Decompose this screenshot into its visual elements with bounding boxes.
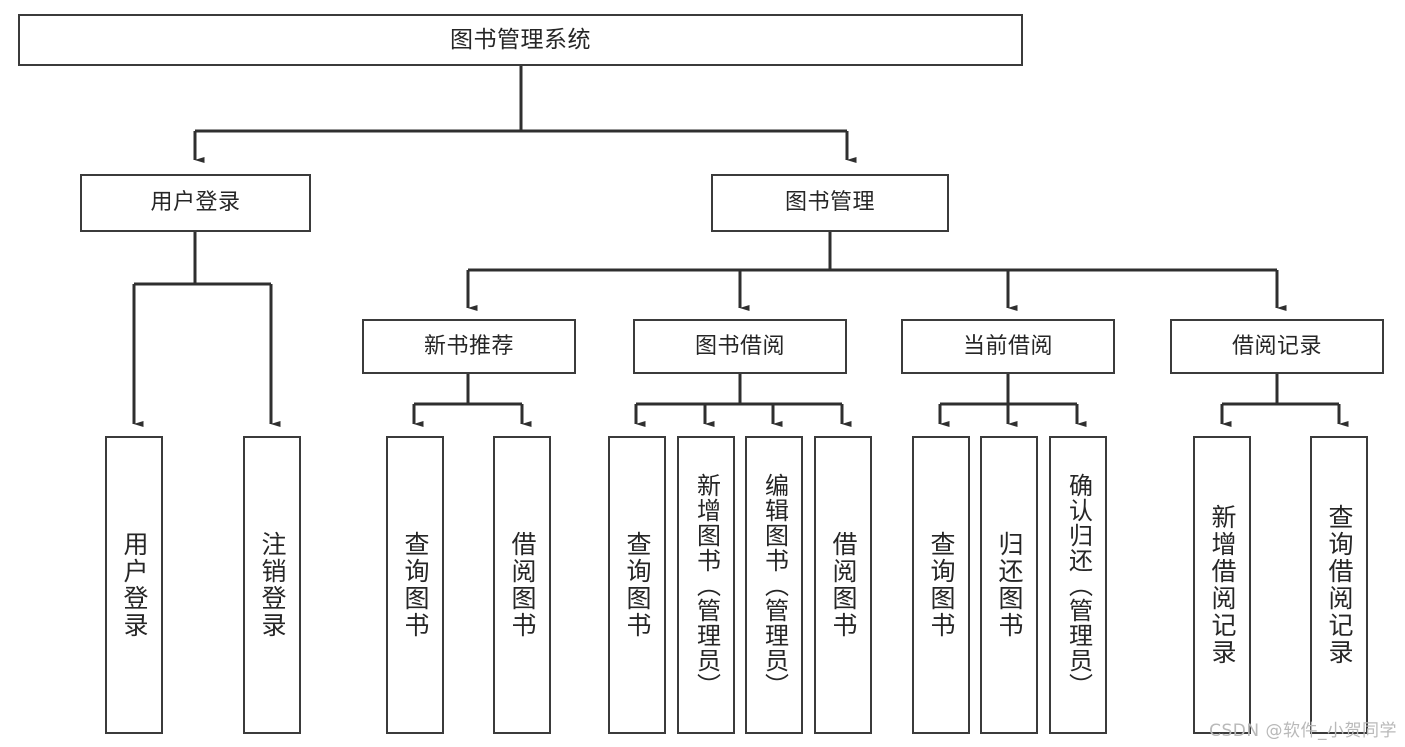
node-label: 查询图书: [927, 531, 956, 639]
node-label: 新增图书（管理员）: [692, 472, 721, 698]
leaf-current-borrow-confirm-return[interactable]: 确认归还（管理员）: [1049, 436, 1107, 734]
leaf-current-borrow-query[interactable]: 查询图书: [912, 436, 970, 734]
node-label: 新书推荐: [423, 333, 514, 359]
node-root-system[interactable]: 图书管理系统: [18, 14, 1023, 66]
node-label: 图书管理系统: [450, 26, 591, 53]
leaf-new-book-query[interactable]: 查询图书: [386, 436, 444, 734]
leaf-user-login-login[interactable]: 用户登录: [105, 436, 163, 734]
leaf-book-borrow-add[interactable]: 新增图书（管理员）: [677, 436, 735, 734]
leaf-book-borrow-borrow[interactable]: 借阅图书: [814, 436, 872, 734]
node-label: 查询图书: [623, 531, 652, 639]
leaf-new-book-borrow[interactable]: 借阅图书: [493, 436, 551, 734]
node-label: 图书借阅: [694, 333, 785, 359]
node-label: 新增借阅记录: [1208, 504, 1237, 666]
node-new-book-recommend[interactable]: 新书推荐: [362, 319, 576, 374]
node-label: 借阅图书: [508, 531, 537, 639]
leaf-book-borrow-query[interactable]: 查询图书: [608, 436, 666, 734]
leaf-user-login-logout[interactable]: 注销登录: [243, 436, 301, 734]
node-label: 用户登录: [120, 531, 149, 639]
leaf-current-borrow-return[interactable]: 归还图书: [980, 436, 1038, 734]
leaf-book-borrow-edit[interactable]: 编辑图书（管理员）: [745, 436, 803, 734]
node-label: 确认归还（管理员）: [1064, 472, 1093, 698]
node-book-management[interactable]: 图书管理: [711, 174, 949, 232]
node-label: 查询图书: [401, 531, 430, 639]
node-label: 注销登录: [258, 531, 287, 639]
node-label: 当前借阅: [962, 333, 1053, 359]
node-label: 借阅记录: [1231, 333, 1322, 359]
node-label: 用户登录: [150, 190, 241, 215]
node-current-borrow[interactable]: 当前借阅: [901, 319, 1115, 374]
node-label: 编辑图书（管理员）: [760, 472, 789, 698]
leaf-borrow-record-query[interactable]: 查询借阅记录: [1310, 436, 1368, 734]
node-label: 图书管理: [784, 190, 875, 215]
watermark-text: CSDN @软件_小贺同学: [1209, 721, 1397, 741]
node-label: 归还图书: [995, 531, 1024, 639]
node-label: 借阅图书: [829, 531, 858, 639]
node-label: 查询借阅记录: [1325, 504, 1354, 666]
node-book-borrow[interactable]: 图书借阅: [633, 319, 847, 374]
leaf-borrow-record-add[interactable]: 新增借阅记录: [1193, 436, 1251, 734]
node-user-login[interactable]: 用户登录: [80, 174, 311, 232]
node-borrow-record[interactable]: 借阅记录: [1170, 319, 1384, 374]
